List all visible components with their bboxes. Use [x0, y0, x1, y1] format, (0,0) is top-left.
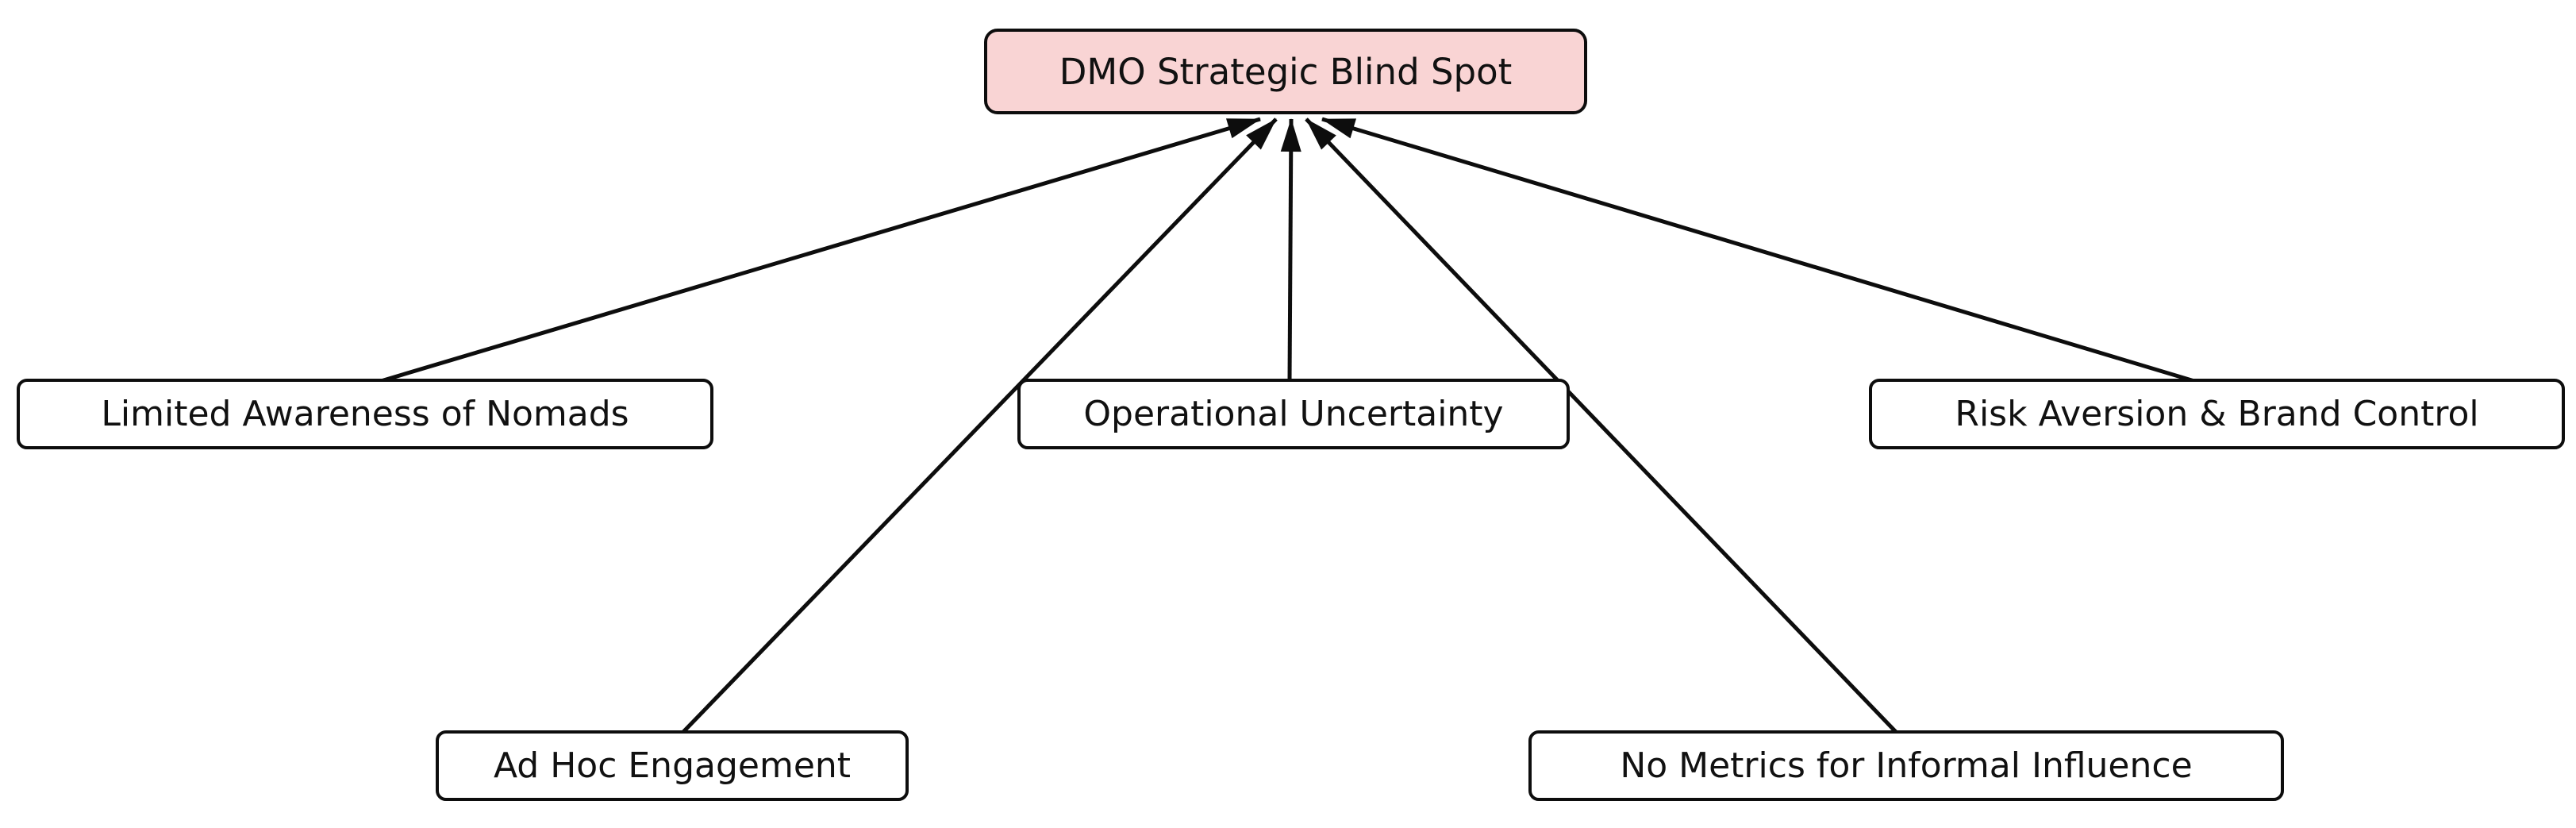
node-risk-aversion-brand-control-label: Risk Aversion & Brand Control	[1955, 393, 2479, 434]
edge-operational-uncertainty-to-dmo	[1280, 118, 1301, 382]
node-no-metrics-informal-influence-label: No Metrics for Informal Influence	[1620, 745, 2193, 786]
node-operational-uncertainty-label: Operational Uncertainty	[1083, 393, 1504, 434]
edge-ad-hoc-to-dmo	[681, 117, 1278, 734]
edge-risk-aversion-to-dmo	[1321, 117, 2195, 383]
node-dmo-strategic-blind-spot-label: DMO Strategic Blind Spot	[1059, 50, 1513, 93]
node-ad-hoc-engagement-label: Ad Hoc Engagement	[493, 745, 852, 786]
node-limited-awareness-of-nomads-label: Limited Awareness of Nomads	[101, 393, 629, 434]
node-limited-awareness-of-nomads: Limited Awareness of Nomads	[17, 379, 713, 449]
node-dmo-strategic-blind-spot: DMO Strategic Blind Spot	[984, 29, 1587, 114]
node-operational-uncertainty: Operational Uncertainty	[1017, 379, 1570, 449]
edge-no-metrics-to-dmo	[1305, 117, 1898, 734]
node-risk-aversion-brand-control: Risk Aversion & Brand Control	[1869, 379, 2565, 449]
edge-limited-awareness-to-dmo	[380, 117, 1261, 383]
node-no-metrics-informal-influence: No Metrics for Informal Influence	[1528, 730, 2284, 801]
node-ad-hoc-engagement: Ad Hoc Engagement	[436, 730, 909, 801]
